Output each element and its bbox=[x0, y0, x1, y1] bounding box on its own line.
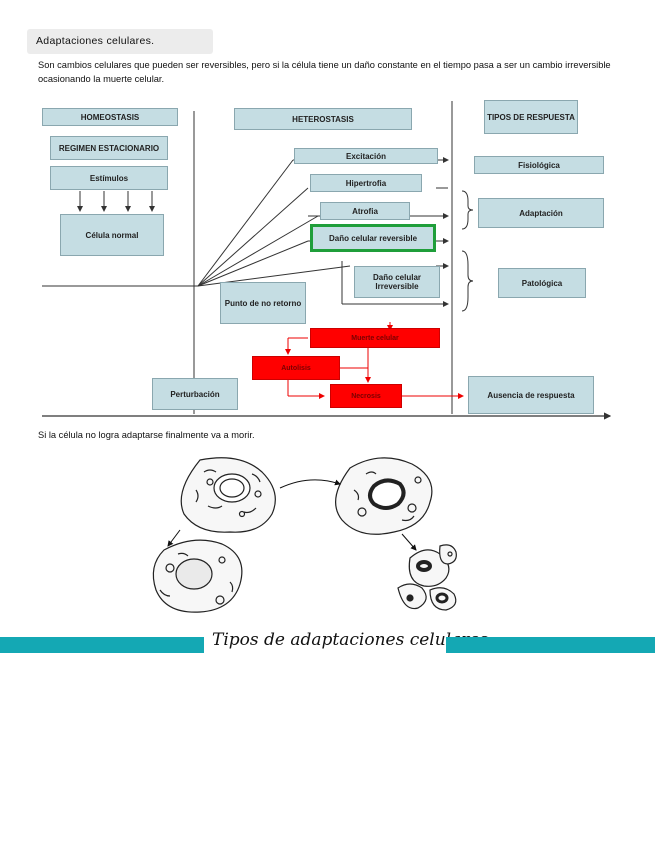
estimulos-box: Estímulos bbox=[50, 166, 168, 190]
homeostasis-box: HOMEOSTASIS bbox=[42, 108, 178, 126]
necrosis-box: Necrosis bbox=[330, 384, 402, 408]
celula-normal-box: Célula normal bbox=[60, 214, 164, 256]
atrofia-box: Atrofia bbox=[320, 202, 410, 220]
muerte-celular-box: Muerte celular bbox=[310, 328, 440, 348]
banner-title: Tipos de adaptaciones celulares. bbox=[212, 630, 494, 650]
excitacion-box: Excitación bbox=[294, 148, 438, 164]
autolysis-cell bbox=[152, 539, 243, 613]
hipertrofia-box: Hipertrofia bbox=[310, 174, 422, 192]
autolisis-box: Autolisis bbox=[252, 356, 340, 380]
dano-reversible-box: Daño celular reversible bbox=[310, 224, 436, 252]
fisiologica-box: Fisiológica bbox=[474, 156, 604, 174]
normal-cell bbox=[180, 457, 276, 533]
regimen-box: REGIMEN ESTACIONARIO bbox=[50, 136, 168, 160]
intro-paragraph: Son cambios celulares que pueden ser rev… bbox=[38, 60, 611, 84]
homeostasis-diagram: HOMEOSTASIS REGIMEN ESTACIONARIO Estímul… bbox=[38, 96, 618, 426]
cell-death-illustration bbox=[152, 457, 457, 613]
punto-no-retorno-box: Punto de no retorno bbox=[220, 282, 306, 324]
section-heading-box: Adaptaciones celulares. bbox=[27, 29, 213, 54]
perturbacion-box: Perturbación bbox=[152, 378, 238, 410]
banner-right-bar bbox=[446, 637, 655, 653]
ausencia-respuesta-box: Ausencia de respuesta bbox=[468, 376, 594, 414]
banner-left-bar bbox=[0, 637, 204, 653]
dano-irreversible-box: Daño celular Irreversible bbox=[354, 266, 440, 298]
adaptacion-box: Adaptación bbox=[478, 198, 604, 228]
section-heading: Adaptaciones celulares. bbox=[36, 35, 155, 47]
reversible-injury-cell bbox=[335, 457, 433, 535]
necrosis-cell bbox=[397, 544, 457, 611]
patologica-box: Patológica bbox=[498, 268, 586, 298]
caption-text: Si la célula no logra adaptarse finalmen… bbox=[38, 430, 255, 440]
tipos-respuesta-box: TIPOS DE RESPUESTA bbox=[484, 100, 578, 134]
heterostasis-box: HETEROSTASIS bbox=[234, 108, 412, 130]
